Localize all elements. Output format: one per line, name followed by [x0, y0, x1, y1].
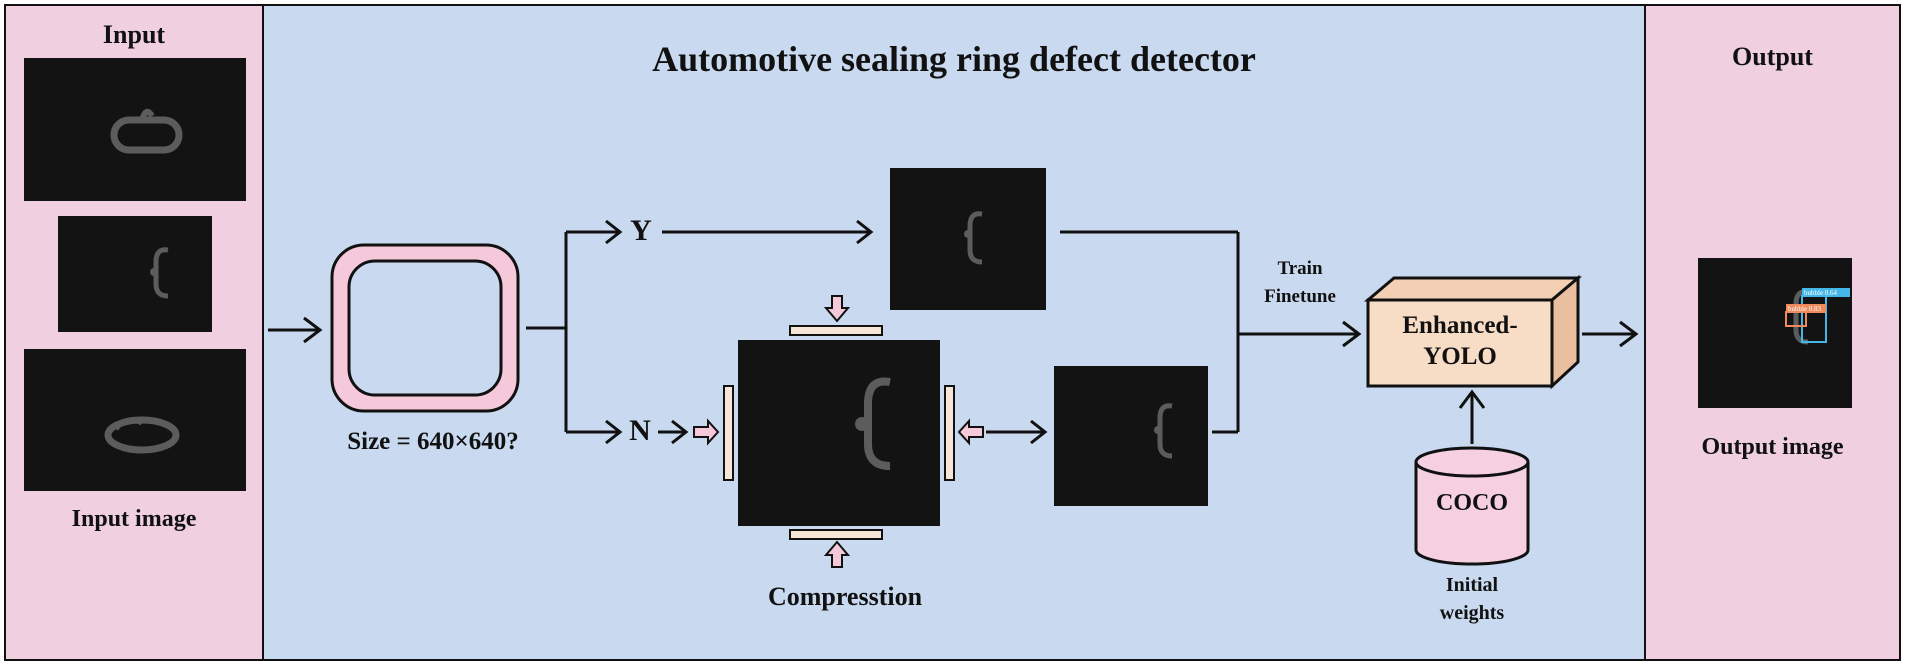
- arrow-yes-to-image: [662, 219, 874, 245]
- dataset-label: COCO: [1436, 490, 1508, 516]
- output-title: Output: [1732, 42, 1813, 71]
- input-caption: Input image: [71, 506, 197, 532]
- output-panel: Output bubble 0.64 bubble 0.83 Output im…: [1644, 4, 1901, 661]
- size-check-label: Size = 640×640?: [347, 428, 519, 455]
- output-caption: Output image: [1701, 434, 1844, 460]
- model-label-line2: YOLO: [1423, 343, 1497, 370]
- decision-split-lines: [526, 219, 623, 445]
- input-panel: Input Input image: [4, 4, 264, 661]
- branch-yes-label: Y: [630, 214, 652, 247]
- compressed-image: [1054, 366, 1208, 506]
- branch-no-label: N: [629, 414, 651, 447]
- sealing-ring-twisted-image: [104, 416, 180, 454]
- arrow-coco-to-model: [1458, 389, 1486, 444]
- detection-label-2: bubble 0.83: [1788, 305, 1822, 313]
- sealing-ring-oval-image: [110, 108, 183, 154]
- output-detection-image: bubble 0.64 bubble 0.83: [1785, 288, 1850, 345]
- press-bar-top: [789, 325, 883, 336]
- arrow-input-to-check: [268, 316, 323, 344]
- input-title: Input: [102, 20, 166, 49]
- sealing-ring-hook-image: [150, 247, 169, 299]
- press-bar-bottom: [789, 529, 883, 540]
- image-to-compress: [738, 340, 940, 526]
- enhanced-yolo-box: [1363, 274, 1583, 390]
- detection-tag-1: [1802, 288, 1850, 297]
- diagram-title: Automotive sealing ring defect detector: [652, 39, 1256, 79]
- arrow-model-to-output: [1582, 320, 1639, 348]
- coco-database-icon: [1414, 446, 1530, 566]
- input-image-2: [58, 216, 212, 332]
- detection-tag-2: [1786, 304, 1826, 313]
- size-check-frame-icon: [330, 243, 520, 413]
- small-arrow-down-icon: [823, 295, 851, 323]
- press-bar-left: [723, 385, 734, 481]
- finetune-label: Finetune: [1264, 286, 1336, 307]
- small-arrow-left-icon: [693, 418, 720, 446]
- merge-lines: [1060, 230, 1362, 434]
- arrow-no-to-compress: [658, 419, 689, 445]
- sealing-ring-hook-image: [1154, 403, 1173, 459]
- input-image-3: [24, 349, 246, 491]
- weights-label-line2: weights: [1439, 602, 1505, 624]
- resized-image-yes: [890, 168, 1046, 310]
- sealing-ring-hook-image: [964, 211, 983, 265]
- compression-label: Compresstion: [767, 582, 923, 611]
- small-arrow-up-icon: [823, 540, 851, 568]
- input-image-1: [24, 58, 246, 201]
- model-label-line1: Enhanced-: [1402, 312, 1518, 339]
- train-label: Train: [1277, 258, 1323, 279]
- output-image: bubble 0.64 bubble 0.83: [1698, 258, 1852, 408]
- sealing-ring-hook-large-image: [855, 377, 891, 470]
- small-arrow-right-press-icon: [957, 418, 984, 446]
- weights-label-line1: Initial: [1445, 574, 1499, 596]
- arrow-press-to-image: [986, 419, 1048, 445]
- press-bar-right: [944, 385, 955, 481]
- detection-label-1: bubble 0.64: [1804, 289, 1838, 297]
